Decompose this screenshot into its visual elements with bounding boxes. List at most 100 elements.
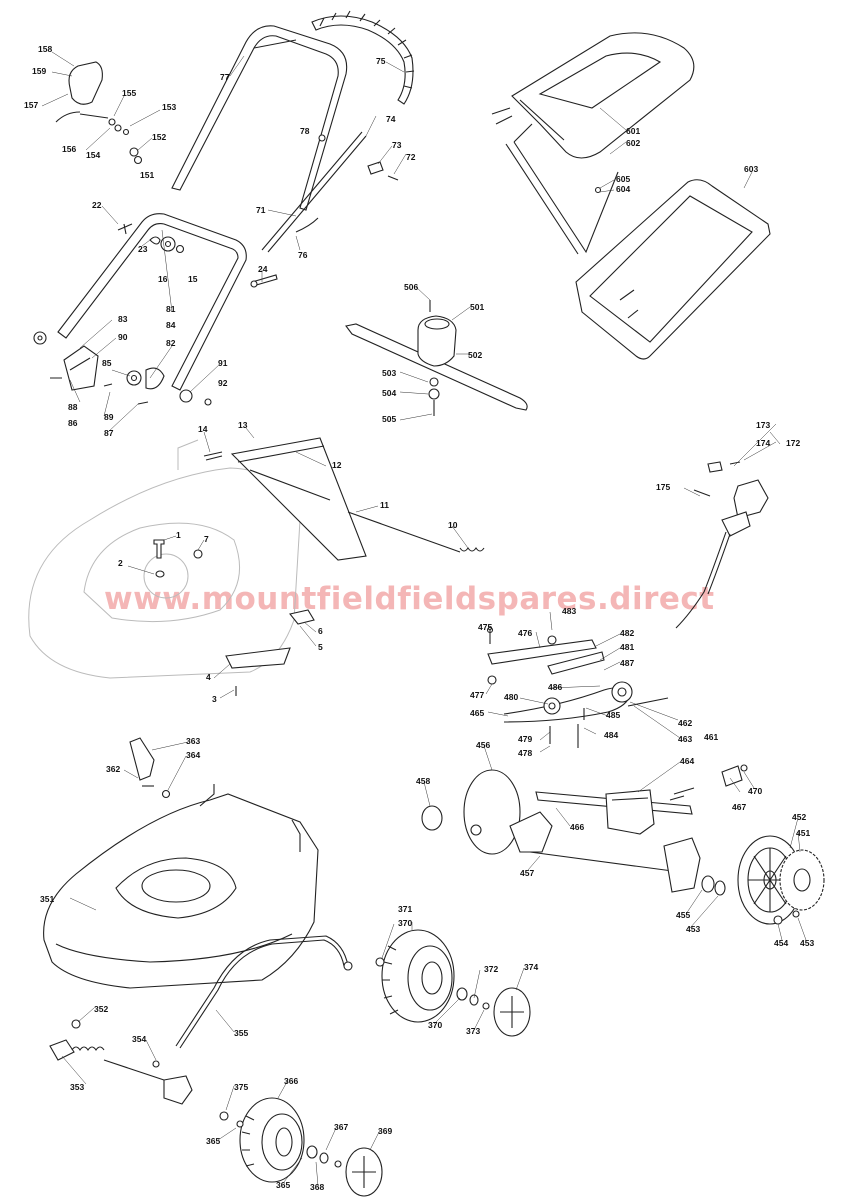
part-label: 15: [188, 274, 198, 284]
part-label: 4: [206, 672, 211, 682]
part-label: 76: [298, 250, 308, 260]
part-label: 7: [204, 534, 209, 544]
part-label: 87: [104, 428, 114, 438]
part-label: 503: [382, 368, 396, 378]
part-label: 464: [680, 756, 694, 766]
part-label: 366: [284, 1076, 298, 1086]
part-label: 10: [448, 520, 458, 530]
part-label: 362: [106, 764, 120, 774]
part-label: 369: [378, 1126, 392, 1136]
part-label: 363: [186, 736, 200, 746]
part-label: 158: [38, 44, 52, 54]
part-label: 23: [138, 244, 148, 254]
part-label: 71: [256, 205, 266, 215]
part-label: 173: [756, 420, 770, 430]
part-label: 353: [70, 1082, 84, 1092]
part-label: 365: [276, 1180, 290, 1190]
part-label: 370: [398, 918, 412, 928]
blade-assembly: [345, 300, 528, 416]
part-label: 11: [380, 500, 389, 510]
part-label: 480: [504, 692, 518, 702]
part-label: 462: [678, 718, 692, 728]
part-label: 86: [68, 418, 78, 428]
part-label: 152: [152, 132, 166, 142]
gearbox-drive-assembly: [421, 626, 825, 925]
part-label: 603: [744, 164, 758, 174]
part-label: 6: [318, 626, 323, 636]
part-label: 85: [102, 358, 112, 368]
part-label: 82: [166, 338, 176, 348]
part-label: 481: [620, 642, 634, 652]
part-label: 505: [382, 414, 396, 424]
part-label: 454: [774, 938, 788, 948]
part-label: 487: [620, 658, 634, 668]
part-label: 371: [398, 904, 412, 914]
part-label: 12: [332, 460, 342, 470]
part-label: 174: [756, 438, 770, 448]
part-label: 368: [310, 1182, 324, 1192]
part-label: 89: [104, 412, 114, 422]
part-label: 373: [466, 1026, 480, 1036]
part-label: 92: [218, 378, 228, 388]
part-label: 485: [606, 710, 620, 720]
part-label: 73: [392, 140, 402, 150]
part-label: 601: [626, 126, 640, 136]
part-label: 478: [518, 748, 532, 758]
part-label: 365: [206, 1136, 220, 1146]
part-label: 2: [118, 558, 123, 568]
part-label: 374: [524, 962, 538, 972]
part-label: 476: [518, 628, 532, 638]
part-label: 159: [32, 66, 46, 76]
part-label: 351: [40, 894, 54, 904]
part-label: 453: [686, 924, 700, 934]
part-label: 375: [234, 1082, 248, 1092]
part-label: 172: [786, 438, 800, 448]
part-label: 452: [792, 812, 806, 822]
part-label: 72: [406, 152, 416, 162]
part-label: 364: [186, 750, 200, 760]
part-label: 151: [140, 170, 154, 180]
part-label: 501: [470, 302, 484, 312]
part-label: 155: [122, 88, 136, 98]
part-label: 461: [704, 732, 718, 742]
part-label: 84: [166, 320, 176, 330]
part-label: 465: [470, 708, 484, 718]
part-label: 5: [318, 642, 323, 652]
part-label: 156: [62, 144, 76, 154]
part-label: 91: [218, 358, 228, 368]
part-label: 14: [198, 424, 208, 434]
part-label: 157: [24, 100, 38, 110]
part-label: 75: [376, 56, 386, 66]
part-label: 479: [518, 734, 532, 744]
part-label: 78: [300, 126, 310, 136]
part-label: 77: [220, 72, 230, 82]
part-label: 355: [234, 1028, 248, 1038]
part-label: 455: [676, 910, 690, 920]
deck-ghost-assembly: [28, 437, 485, 696]
part-label: 457: [520, 868, 534, 878]
part-label: 463: [678, 734, 692, 744]
part-label: 467: [732, 802, 746, 812]
part-label: 453: [800, 938, 814, 948]
part-label: 370: [428, 1020, 442, 1030]
part-label: 483: [562, 606, 576, 616]
watermark-text: www.mountfieldfieldspares.direct: [104, 581, 715, 617]
part-label: 16: [158, 274, 168, 284]
part-label: 486: [548, 682, 562, 692]
part-label: 506: [404, 282, 418, 292]
part-label: 175: [656, 482, 670, 492]
part-label: 90: [118, 332, 128, 342]
part-label: 83: [118, 314, 128, 324]
part-label: 502: [468, 350, 482, 360]
part-label: 88: [68, 402, 78, 412]
part-label: 154: [86, 150, 100, 160]
part-label: 602: [626, 138, 640, 148]
part-label: 81: [166, 304, 176, 314]
leader-lines: [41, 51, 807, 1187]
part-label: 458: [416, 776, 430, 786]
part-label: 354: [132, 1034, 146, 1044]
part-label: 456: [476, 740, 490, 750]
part-label: 475: [478, 622, 492, 632]
part-label: 484: [604, 730, 618, 740]
